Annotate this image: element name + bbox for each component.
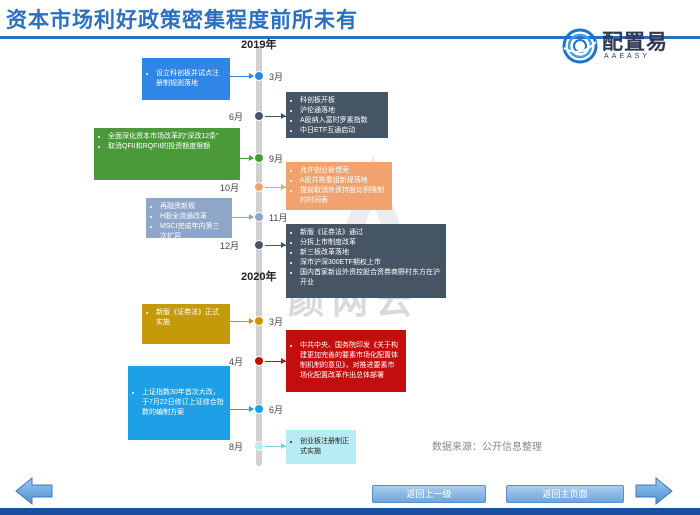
home-button[interactable]: 返回主页面: [506, 485, 624, 503]
timeline-dot: [254, 212, 264, 222]
timeline-dot: [254, 356, 264, 366]
bottom-bar: [0, 508, 700, 515]
policy-item: A股并购重组新规落地: [300, 176, 386, 186]
policy-item: 上证指数30年首次大改，于7月22日修订上证综合指数的编制方案: [142, 388, 224, 418]
month-label: 4月: [229, 357, 244, 367]
month-label: 11月: [269, 213, 288, 223]
connector-line: [265, 446, 286, 447]
timeline-dot: [254, 111, 264, 121]
policy-item: 允许创业板借壳: [300, 166, 386, 176]
connector-line: [230, 409, 253, 410]
policy-item: 设立科创板并试点注册制规则落地: [156, 69, 224, 89]
policy-item: 新三板改革落地: [300, 248, 440, 258]
policy-event-card: 新版《证券法》通过分拆上市制度改革新三板改革落地深市沪深300ETF期权上市国内…: [286, 224, 446, 298]
connector-line: [265, 116, 286, 117]
connector-arrow-icon: [281, 113, 286, 119]
connector-arrow-icon: [249, 73, 254, 79]
policy-item: 深市沪深300ETF期权上市: [300, 258, 440, 268]
connector-arrow-icon: [249, 155, 254, 161]
next-arrow-icon[interactable]: [634, 476, 674, 506]
connector-line: [230, 76, 253, 77]
policy-event-card: 科创板开板沪伦通落地A股纳入富时罗素指数中日ETF互通启动: [286, 92, 388, 138]
connector-line: [232, 217, 253, 218]
timeline-dot: [254, 153, 264, 163]
connector-arrow-icon: [249, 214, 254, 220]
policy-item: 沪伦通落地: [300, 106, 382, 116]
connector-line: [265, 245, 286, 246]
timeline-dot: [254, 71, 264, 81]
month-label: 6月: [229, 112, 244, 122]
title-divider: [0, 36, 700, 39]
month-label: 12月: [220, 241, 240, 251]
timeline-dot: [254, 182, 264, 192]
policy-item: 创业板注册制正式实施: [300, 437, 350, 457]
connector-line: [265, 361, 286, 362]
timeline-dot: [254, 441, 264, 451]
policy-item: 中共中央、国务院印发《关于构建更加完善的要素市场化配置体制机制的意见》，对推进要…: [300, 341, 400, 381]
connector-arrow-icon: [281, 358, 286, 364]
logo-subtitle: AAEASY: [604, 53, 651, 60]
policy-event-card: 设立科创板并试点注册制规则落地: [142, 58, 230, 100]
month-label: 3月: [269, 72, 284, 82]
month-label: 3月: [269, 317, 284, 327]
month-label: 8月: [229, 442, 244, 452]
policy-event-card: 中共中央、国务院印发《关于构建更加完善的要素市场化配置体制机制的意见》，对推进要…: [286, 330, 406, 392]
policy-item: 分拆上市制度改革: [300, 238, 440, 248]
policy-item: H股全流通改革: [160, 212, 226, 222]
policy-item: 全面深化资本市场改革的“深改12条”: [108, 132, 234, 142]
timeline-dot: [254, 404, 264, 414]
connector-arrow-icon: [281, 242, 286, 248]
month-label: 6月: [269, 405, 284, 415]
connector-arrow-icon: [249, 318, 254, 324]
policy-event-card: 新版《证券法》正式实施: [142, 304, 230, 344]
timeline-axis: [256, 46, 262, 466]
policy-event-card: 上证指数30年首次大改，于7月22日修订上证综合指数的编制方案: [128, 366, 230, 440]
year-label-2019: 2019年: [241, 39, 277, 51]
policy-item: 取消QFII和RQFII的投资额度限额: [108, 142, 234, 152]
connector-arrow-icon: [249, 406, 254, 412]
timeline-dot: [254, 240, 264, 250]
policy-event-card: 创业板注册制正式实施: [286, 430, 356, 464]
policy-item: 新版《证券法》通过: [300, 228, 440, 238]
policy-item: 新版《证券法》正式实施: [156, 308, 224, 328]
policy-event-card: 允许创业板借壳A股并购重组新规落地提前取消外资持股比例限制的时间表: [286, 162, 392, 210]
policy-item: A股纳入富时罗素指数: [300, 116, 382, 126]
month-label: 10月: [220, 183, 240, 193]
logo-icon: [562, 28, 598, 64]
timeline-dot: [254, 316, 264, 326]
policy-item: 再融资新规: [160, 202, 226, 212]
logo-text: 配置易: [602, 31, 668, 54]
data-source: 数据来源：公开信息整理: [432, 442, 542, 453]
page-title: 资本市场利好政策密集程度前所未有: [6, 9, 358, 32]
policy-item: 科创板开板: [300, 96, 382, 106]
connector-arrow-icon: [281, 443, 286, 449]
connector-line: [230, 321, 253, 322]
connector-arrow-icon: [281, 184, 286, 190]
policy-item: 国内首家新设外资控股合资券商野村东方在沪开业: [300, 268, 440, 288]
year-label-2020: 2020年: [241, 271, 277, 283]
policy-item: 提前取消外资持股比例限制的时间表: [300, 186, 386, 206]
policy-event-card: 全面深化资本市场改革的“深改12条”取消QFII和RQFII的投资额度限额: [94, 128, 240, 180]
back-button[interactable]: 返回上一级: [372, 485, 486, 503]
month-label: 9月: [269, 154, 284, 164]
policy-event-card: 再融资新规H股全流通改革MSCI完成年内第三次扩容: [146, 198, 232, 240]
logo: 配置易 AAEASY: [560, 24, 690, 68]
connector-line: [265, 187, 286, 188]
connector-line: [240, 158, 253, 159]
policy-item: 中日ETF互通启动: [300, 126, 382, 136]
policy-item: MSCI完成年内第三次扩容: [160, 222, 226, 242]
previous-arrow-icon[interactable]: [14, 476, 54, 506]
